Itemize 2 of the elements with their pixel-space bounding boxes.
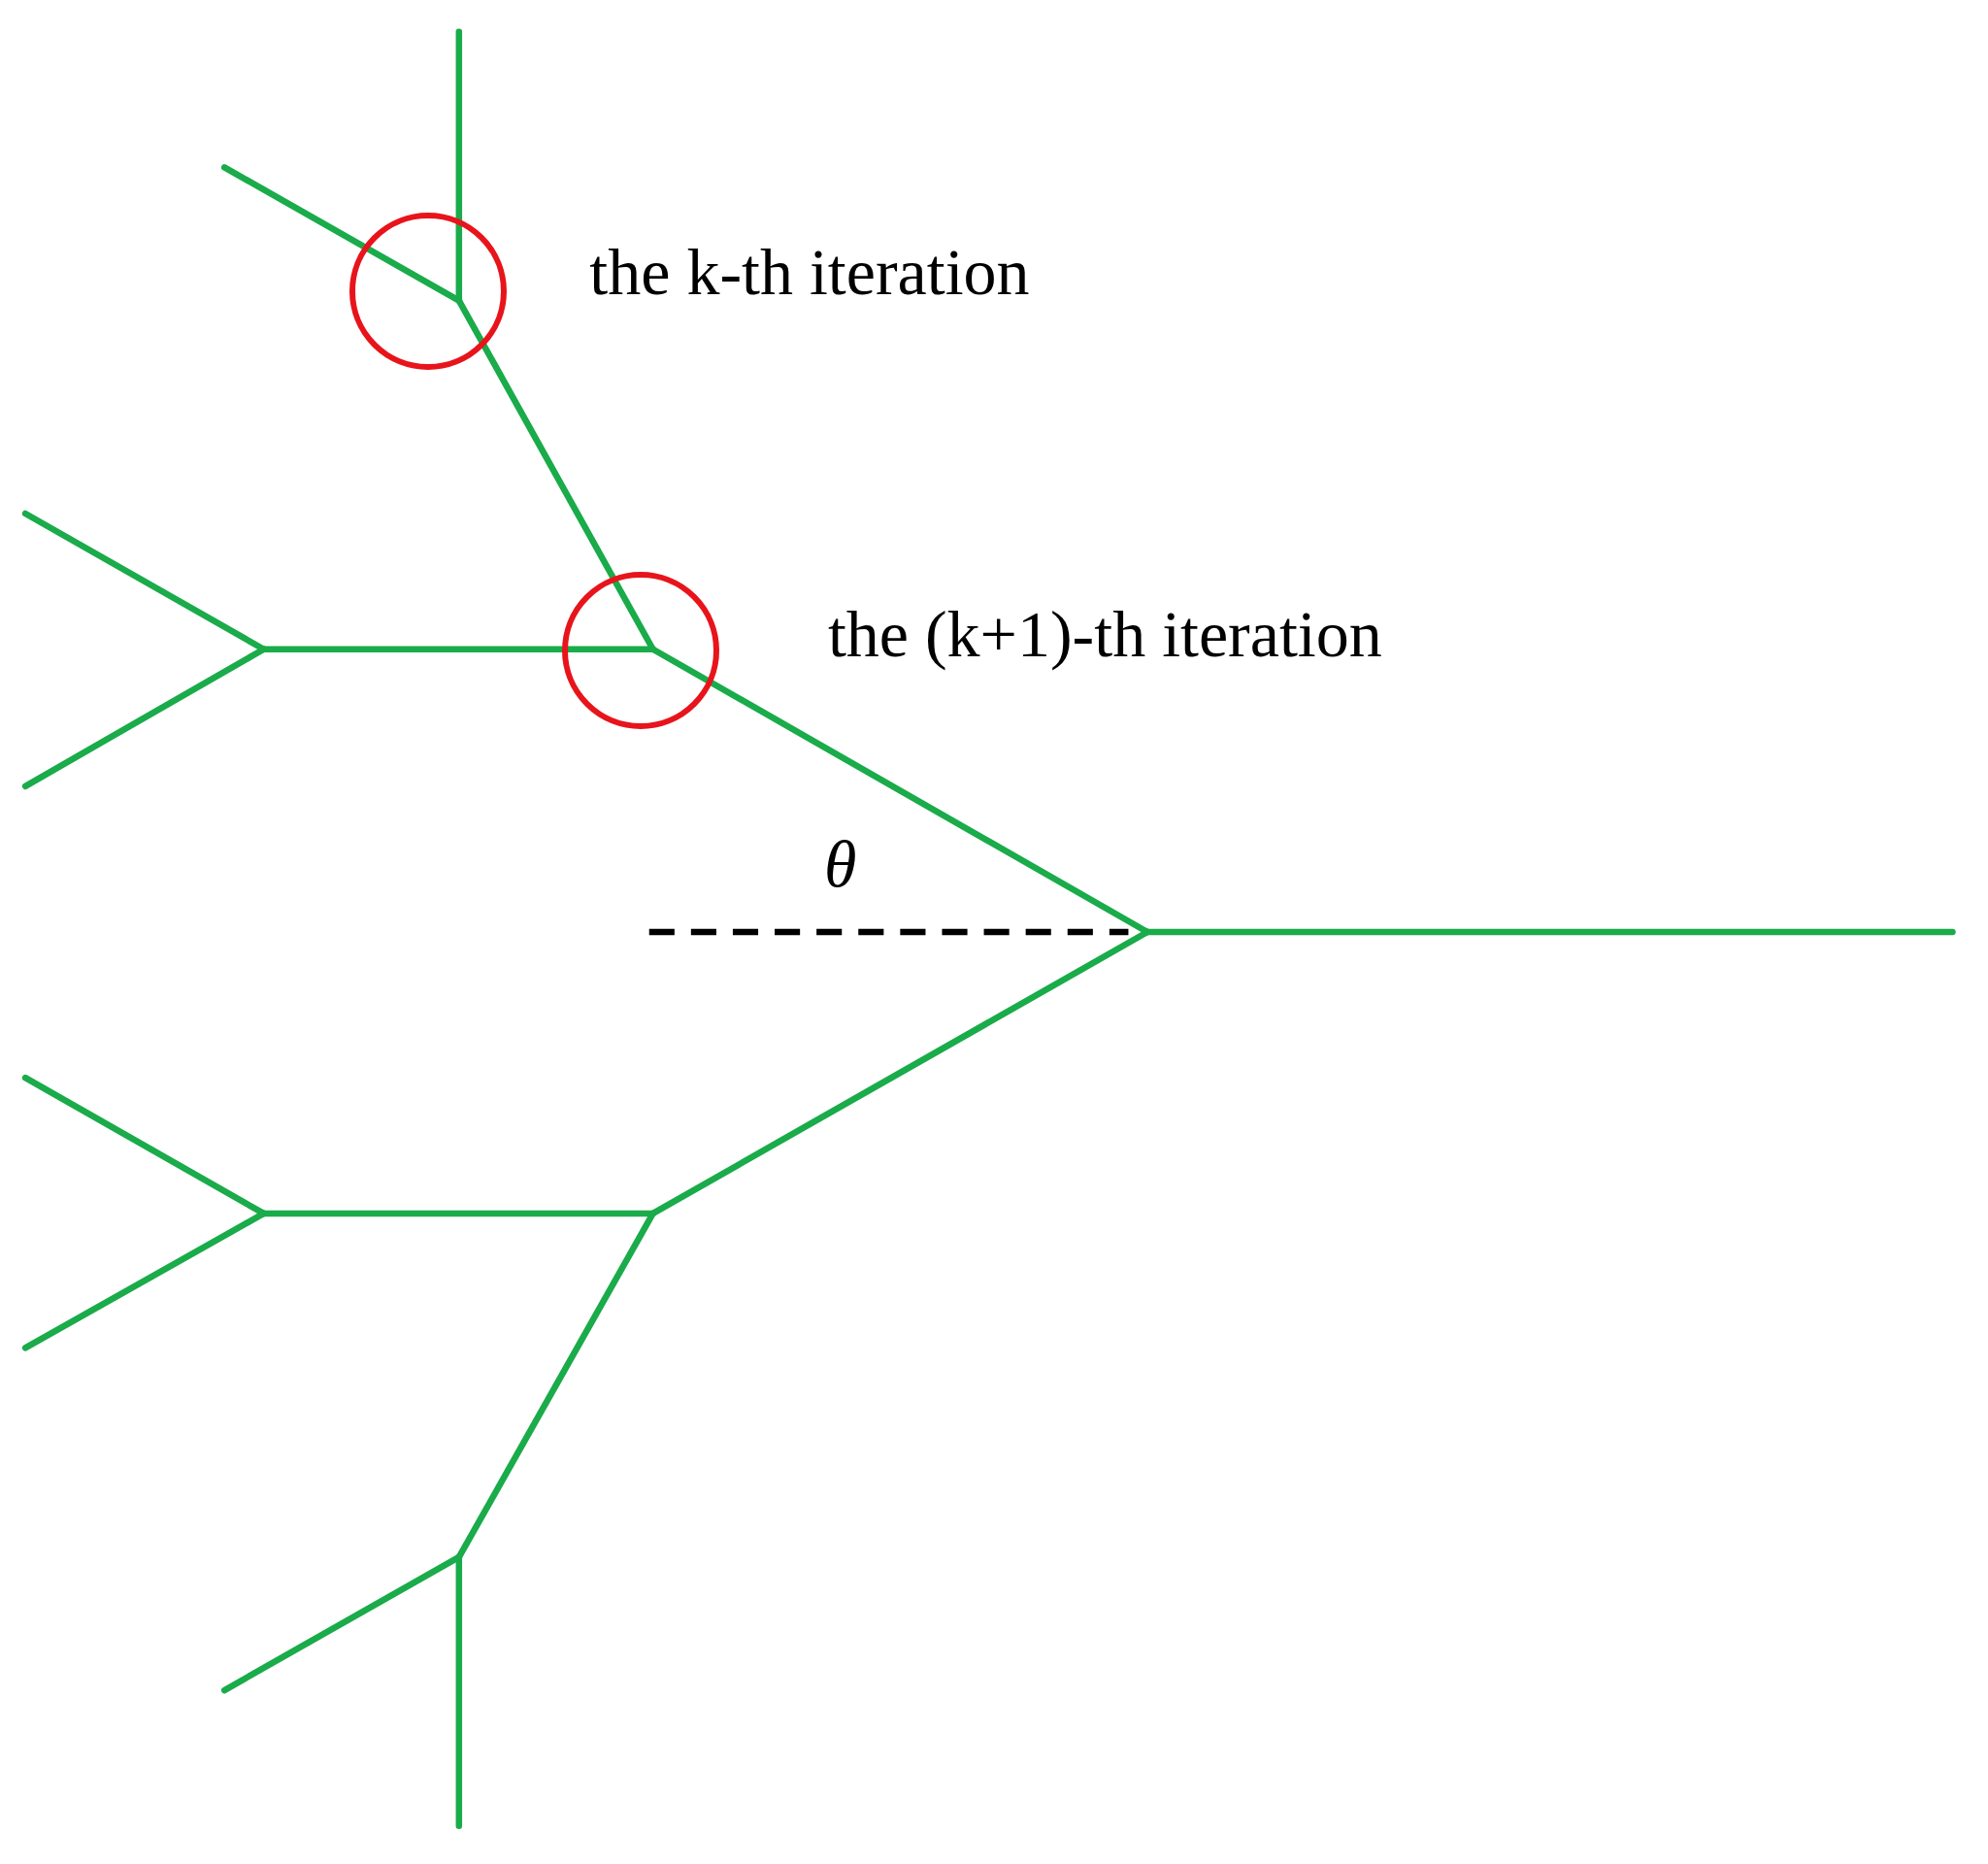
angle-label: θ [823, 830, 857, 897]
iteration-label: the k-th iteration [589, 238, 1030, 305]
